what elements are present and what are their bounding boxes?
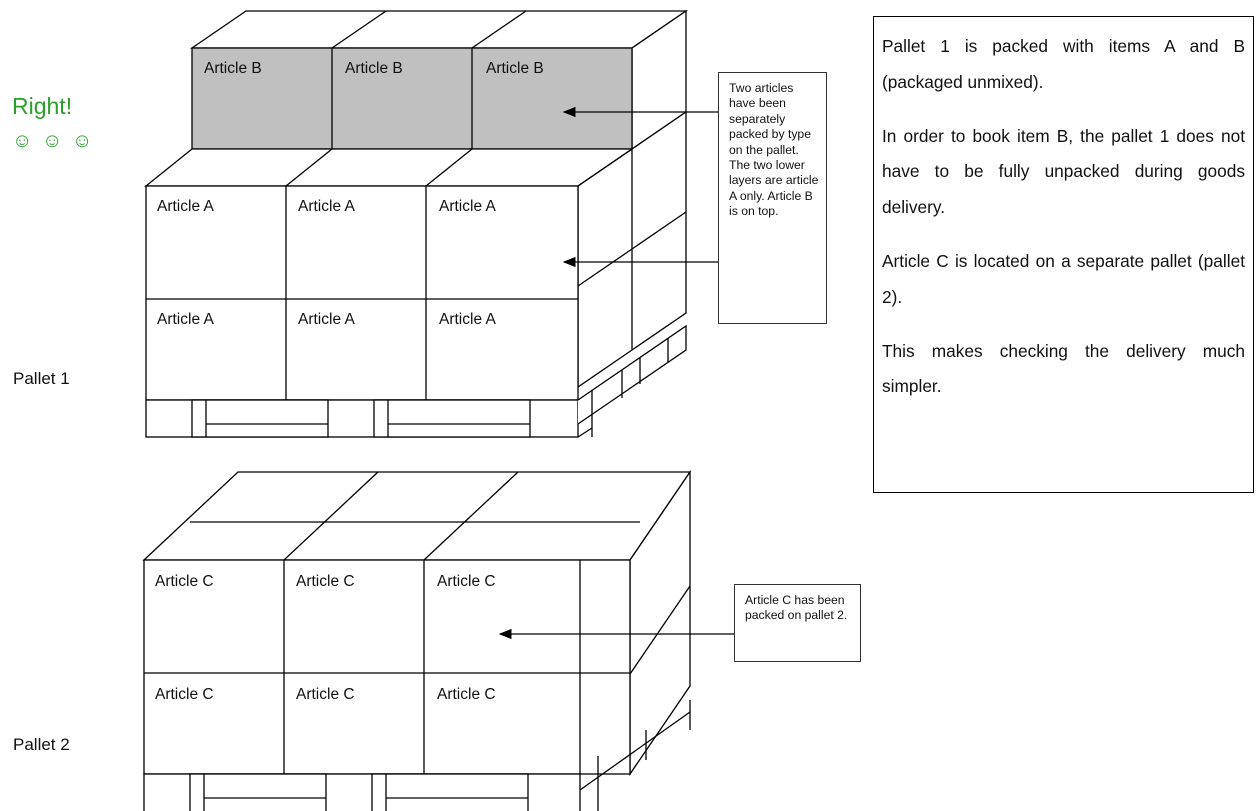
pallet-2-top-label-1: Article C xyxy=(155,573,214,590)
pallet-1-top-label-2: Article B xyxy=(345,60,403,77)
pallet-2-bottom-label-2: Article C xyxy=(296,686,355,703)
info-paragraph-4: This makes checking the delivery much si… xyxy=(882,340,1245,397)
pallet-2-drawing xyxy=(142,469,692,811)
pallet-2-top-label-3: Article C xyxy=(437,573,496,590)
pallet-1-middle-label-1: Article A xyxy=(157,198,215,215)
pallet-2-top-label-2: Article C xyxy=(296,573,355,590)
pallet-1-top-label-1: Article B xyxy=(204,60,262,77)
pallet-1-base xyxy=(145,324,687,438)
article-b-layer-top-face xyxy=(189,10,689,49)
pallet-1-bottom-label-2: Article A xyxy=(298,311,356,328)
pallet-1-drawing xyxy=(144,9,689,438)
pallet-2-bottom-label-3: Article C xyxy=(437,686,496,703)
pallet-1-middle-label-3: Article A xyxy=(439,198,497,215)
pallet-2-callout-text: Article C has been packed on pallet 2. xyxy=(745,593,848,623)
pallet-1-callout: Two articles have been separately packed… xyxy=(718,72,827,324)
info-paragraph-3: Article C is located on a separate palle… xyxy=(882,250,1245,307)
article-a-layers-front xyxy=(145,185,579,401)
rating-title: Right! xyxy=(12,93,73,119)
pallet-2-label: Pallet 2 xyxy=(13,735,70,754)
pallet-1-bottom-label-1: Article A xyxy=(157,311,215,328)
pallet-1-callout-text: Two articles have been separately packed… xyxy=(729,81,819,219)
pallet-2-callout: Article C has been packed on pallet 2. xyxy=(734,584,861,662)
info-box: Pallet 1 is packed with items A and B (p… xyxy=(873,16,1254,493)
pallet-1-bottom-label-3: Article A xyxy=(439,311,497,328)
article-b-layer-front xyxy=(191,47,633,150)
pallet-1-label: Pallet 1 xyxy=(13,369,70,388)
smiley-icons: ☺ ☺ ☺ xyxy=(12,130,95,152)
info-paragraph-1: Pallet 1 is packed with items A and B (p… xyxy=(882,36,1245,92)
pallet-1-top-label-3: Article B xyxy=(486,60,544,77)
pallet-1-middle-label-2: Article A xyxy=(298,198,356,215)
pallet-2-front xyxy=(143,559,631,775)
article-a-layers-top-face xyxy=(144,148,635,187)
info-paragraph-2: In order to book item B, the pallet 1 do… xyxy=(882,125,1245,218)
pallet-2-bottom-label-1: Article C xyxy=(155,686,214,703)
pallet-2-top-face xyxy=(142,471,692,561)
pallet-2-base xyxy=(143,700,691,811)
